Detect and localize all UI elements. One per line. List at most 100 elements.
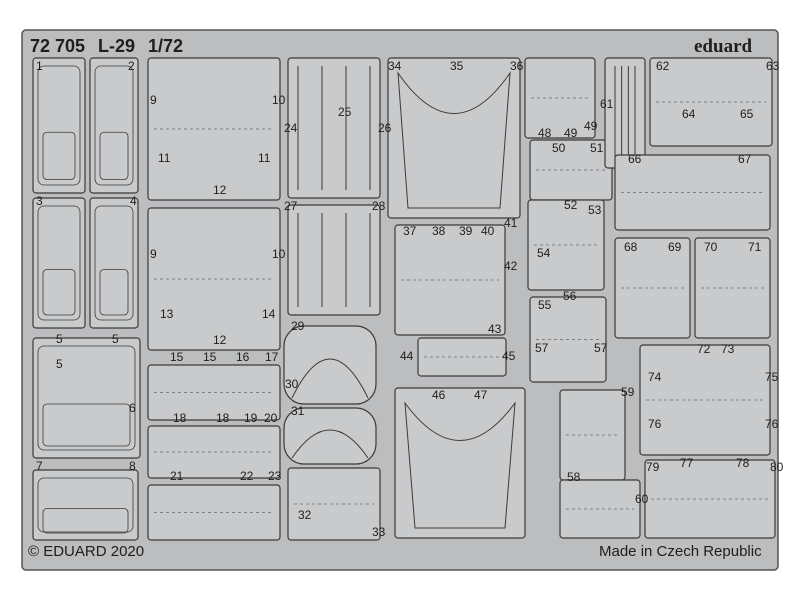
etched-part	[89, 57, 139, 194]
part-number: 21	[170, 469, 184, 483]
part-number: 59	[621, 385, 635, 399]
etched-part	[559, 389, 626, 481]
part-number: 32	[298, 508, 312, 522]
etched-part	[639, 344, 771, 456]
part-number: 74	[648, 370, 662, 384]
part-number: 60	[635, 492, 649, 506]
part-number: 5	[112, 332, 119, 346]
part-number: 51	[590, 141, 604, 155]
part-number: 4	[130, 194, 137, 208]
product-code: 72 705	[30, 36, 86, 56]
part-number: 53	[588, 203, 602, 217]
part-number: 71	[748, 240, 762, 254]
etched-part	[147, 207, 281, 351]
etched-part	[147, 57, 281, 201]
etched-part	[527, 199, 605, 291]
etched-part	[32, 469, 139, 541]
part-number: 54	[537, 246, 551, 260]
part-number: 31	[291, 404, 305, 418]
etched-part	[147, 484, 281, 541]
part-number: 55	[538, 298, 552, 312]
scale-label: 1/72	[148, 36, 184, 56]
part-number: 15	[170, 350, 184, 364]
part-number: 36	[510, 59, 524, 73]
part-number: 33	[372, 525, 386, 539]
part-number: 16	[236, 350, 250, 364]
part-number: 38	[432, 224, 446, 238]
part-number: 70	[704, 240, 718, 254]
etched-part	[147, 364, 281, 421]
part-number: 28	[372, 199, 386, 213]
etched-part	[387, 57, 521, 219]
etched-part	[417, 337, 507, 377]
part-number: 40	[481, 224, 495, 238]
part-number: 14	[262, 307, 276, 321]
part-number: 66	[628, 152, 642, 166]
part-number: 18	[173, 411, 187, 425]
part-number: 62	[656, 59, 670, 73]
part-number: 75	[765, 370, 779, 384]
etched-part	[394, 224, 506, 336]
origin-text: Made in Czech Republic	[599, 543, 762, 560]
part-number: 80	[770, 460, 784, 474]
part-number: 73	[721, 342, 735, 356]
part-number: 77	[680, 456, 694, 470]
part-number: 30	[285, 377, 299, 391]
part-number: 25	[338, 105, 352, 119]
etched-part	[32, 337, 141, 459]
part-number: 24	[284, 121, 298, 135]
part-number: 23	[268, 469, 282, 483]
part-number: 46	[432, 388, 446, 402]
part-number: 49	[584, 119, 598, 133]
etched-part	[644, 459, 776, 539]
part-number: 68	[624, 240, 638, 254]
etched-part	[32, 57, 86, 194]
etched-part	[287, 204, 381, 316]
part-number: 1	[36, 59, 43, 73]
part-number: 5	[56, 332, 63, 346]
part-number: 45	[502, 349, 516, 363]
part-number: 43	[488, 322, 502, 336]
part-number: 34	[388, 59, 402, 73]
part-number: 27	[284, 199, 298, 213]
part-number: 78	[736, 456, 750, 470]
etched-part	[614, 237, 691, 339]
part-number: 12	[213, 183, 227, 197]
part-number: 19	[244, 411, 258, 425]
etched-part	[524, 57, 596, 139]
part-number: 69	[668, 240, 682, 254]
part-number: 22	[240, 469, 254, 483]
part-number: 57	[535, 341, 549, 355]
part-number: 8	[129, 459, 136, 473]
part-number: 57	[594, 341, 608, 355]
etched-part	[694, 237, 771, 339]
part-number: 29	[291, 319, 305, 333]
part-number: 76	[648, 417, 662, 431]
part-number: 17	[265, 350, 279, 364]
etched-part	[283, 325, 377, 405]
part-number: 48	[538, 126, 552, 140]
part-number: 39	[459, 224, 473, 238]
etched-part	[559, 479, 641, 539]
part-number: 9	[150, 247, 157, 261]
part-number: 10	[272, 93, 286, 107]
etched-part	[614, 154, 771, 231]
part-number: 5	[56, 357, 63, 371]
part-number: 44	[400, 349, 414, 363]
part-number: 63	[766, 59, 780, 73]
part-number: 26	[378, 121, 392, 135]
etched-part	[89, 197, 139, 329]
copyright-text: © EDUARD 2020	[28, 543, 145, 560]
part-number: 58	[567, 470, 581, 484]
etched-part	[147, 425, 281, 479]
etched-part	[283, 407, 377, 465]
part-number: 20	[264, 411, 278, 425]
part-number: 47	[474, 388, 488, 402]
part-number: 64	[682, 107, 696, 121]
part-number: 12	[213, 333, 227, 347]
part-number: 37	[403, 224, 417, 238]
part-number: 7	[36, 459, 43, 473]
part-number: 6	[129, 401, 136, 415]
part-number: 76	[765, 417, 779, 431]
